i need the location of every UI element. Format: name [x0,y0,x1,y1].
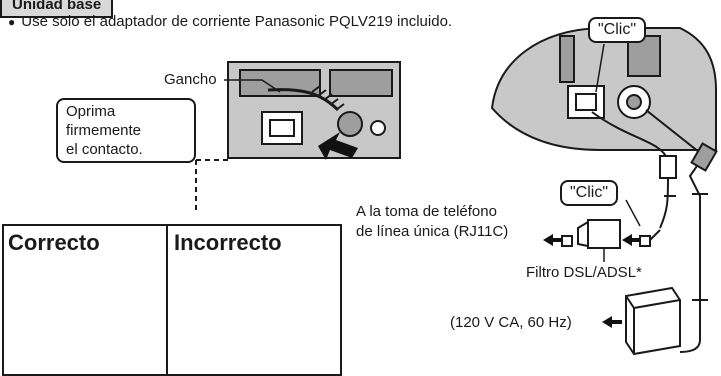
base-unit-back [490,27,717,151]
press-arrow [318,132,358,160]
correct-incorrect-panels [2,224,342,376]
label-wall-jack-2: de línea única (RJ11C) [356,223,509,240]
callout-line-3: el contacto. [66,141,143,158]
panel-title-incorrect: Incorrecto [174,230,282,255]
bullet: ● [8,15,16,29]
panel-title-correct: Correcto [8,230,100,255]
base-unit-closeup [227,61,401,159]
section-header: Unidad base [0,0,114,18]
callout-line-2: firmemente [66,122,142,139]
label-power: (120 V CA, 60 Hz) [450,314,572,331]
label-gancho: Gancho [164,71,217,88]
instruction: ● Use solo el adaptador de corriente Pana… [8,13,452,31]
callout-click-top: "Clic" [588,17,647,43]
callout-click-filter: "Clic" [560,180,619,206]
label-dsl-filter: Filtro DSL/ADSL* [526,264,642,281]
callout-line-1: Oprima [66,103,116,120]
instruction-text: Use solo el adaptador de corriente Panas… [21,13,453,30]
callout-press-firmly: Oprima firmemente el contacto. [56,98,196,163]
ac-adapter [625,286,681,356]
label-wall-jack-1: A la toma de teléfono [356,203,497,220]
panel-divider [166,224,168,374]
dsl-filter [561,219,661,249]
power-cord-plug [267,85,363,137]
